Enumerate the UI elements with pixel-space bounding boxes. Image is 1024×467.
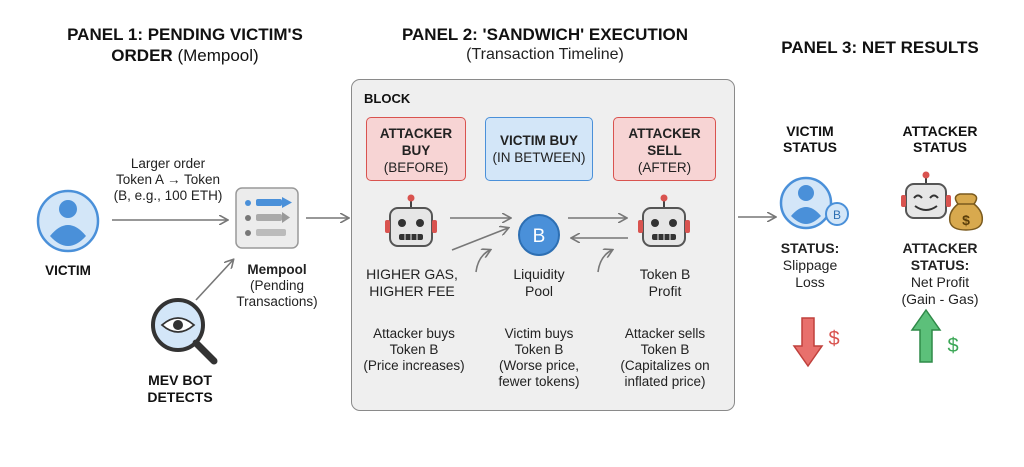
desc-line: (Worse price, [498,358,580,373]
phase-attacker-sell-line2: SELL [647,143,682,158]
desc-line: Token B [514,342,564,357]
mev-line: DETECTS [147,389,213,405]
profit-line: Token B [639,266,691,282]
desc-line: (Capitalizes on [620,358,710,373]
gas-line: HIGHER GAS, [366,266,458,282]
mev-line: MEV BOT [148,372,212,388]
money-bag-icon: $ [948,193,984,231]
phase-attacker-buy: ATTACKER BUY (BEFORE) [366,117,466,181]
attacker-status-text: ATTACKER STATUS: Net Profit (Gain - Gas) [884,240,996,308]
phase-attacker-buy-line1: ATTACKER [379,126,453,141]
panel2-title-text: PANEL 2: 'SANDWICH' EXECUTION [401,25,689,44]
panel1-title-bold: ORDER [111,46,173,65]
attacker-status-title-line: STATUS [913,139,967,155]
phase-attacker-sell: ATTACKER SELL (AFTER) [613,117,716,181]
victim-coin-symbol: B [833,208,841,222]
victim-status-line: Slippage [782,257,838,273]
robot-icon [638,194,690,247]
pool-line: Liquidity [513,266,565,282]
arrow-down-icon: $ [792,317,840,368]
desc-attacker-sell: Attacker sells Token B (Capitalizes on i… [604,326,726,390]
gas-line: HIGHER FEE [369,283,455,299]
attacker-status-line: Net Profit [910,274,970,290]
panel1-title-line1: PANEL 1: PENDING VICTIM'S [67,25,303,44]
coin-symbol: B [533,226,546,247]
attacker-status-line: (Gain - Gas) [901,291,979,307]
block-label: BLOCK [364,91,411,106]
loss-symbol: $ [828,328,839,350]
profit-label: Token B Profit [620,266,710,300]
attacker-status-label: ATTACKER [902,240,978,256]
desc-line: Attacker buys [373,326,455,341]
attacker-status-label: STATUS: [910,257,970,273]
attacker-status-title: ATTACKER STATUS [890,123,990,155]
coin-b-icon: B [825,202,849,226]
panel1-title-thin: (Mempool) [177,46,259,65]
victim-status-title-line: VICTIM [786,123,834,139]
gas-to-pool-arrow [451,228,508,251]
robot-icon [901,171,951,219]
mev-bot-label: MEV BOT DETECTS [135,372,225,406]
order-line: Larger order [130,156,206,171]
phase-victim-buy: VICTIM BUY (IN BETWEEN) [485,117,593,181]
victim-status-label: STATUS: [780,240,840,256]
phase-attacker-buy-line2: BUY [401,143,431,158]
victim-status-line: Loss [795,274,825,290]
victim-avatar-icon [779,176,833,230]
pool-curve-arrow [597,250,612,273]
desc-line: Token B [389,342,439,357]
desc-line: inflated price) [624,374,706,389]
mempool-line: (Pending [249,278,305,293]
panel2-title: PANEL 2: 'SANDWICH' EXECUTION (Transacti… [380,24,710,65]
phase-attacker-sell-sub: (AFTER) [637,160,692,175]
victim-status-text: STATUS: Slippage Loss [765,240,855,291]
desc-line: Token B [640,342,690,357]
desc-victim-buy: Victim buys Token B (Worse price, fewer … [480,326,598,390]
coin-b-icon: B [518,214,560,256]
mempool-list-icon [235,187,299,249]
pool-label: Liquidity Pool [494,266,584,300]
phase-victim-buy-sub: (IN BETWEEN) [492,150,586,165]
mempool-title: Mempool [247,262,307,277]
victim-avatar-icon [36,189,100,253]
desc-line: fewer tokens) [498,374,580,389]
victim-status-title-line: STATUS [783,139,837,155]
order-text: Larger order Token A → Token (B, e.g., 1… [98,156,238,204]
desc-line: Attacker sells [624,326,706,341]
arrow-up-icon: $ [910,308,959,363]
order-line: (B, e.g., 100 ETH) [113,188,223,203]
gas-curve-arrow [475,250,490,273]
attacker-status-title-line: ATTACKER [902,123,978,139]
bag-symbol: $ [962,212,970,228]
panel2-subtitle: (Transaction Timeline) [466,46,624,63]
mempool-line: Transactions) [236,294,318,309]
pool-line: Pool [524,283,554,299]
order-line: Token A → Token [115,172,221,187]
phase-attacker-buy-sub: (BEFORE) [383,160,449,175]
victim-label: VICTIM [45,263,91,278]
panel3-title: PANEL 3: NET RESULTS [781,38,979,57]
gain-symbol: $ [947,335,958,357]
desc-attacker-buy: Attacker buys Token B (Price increases) [354,326,474,374]
phase-attacker-sell-line1: ATTACKER [628,126,701,141]
magnifier-eye-icon [151,298,218,365]
mev-detect-arrow [195,260,233,301]
panel1-title: PANEL 1: PENDING VICTIM'S ORDER (Mempool… [40,24,330,66]
panel1-title-line2: ORDER (Mempool) [40,45,330,66]
victim-status-title: VICTIM STATUS [770,123,850,155]
gas-label: HIGHER GAS, HIGHER FEE [362,266,462,300]
robot-icon [385,194,437,247]
phase-victim-buy-line1: VICTIM BUY [499,133,578,148]
profit-line: Profit [648,283,682,299]
mempool-text: Mempool (Pending Transactions) [227,262,327,310]
desc-line: Victim buys [504,326,574,341]
desc-line: (Price increases) [363,358,465,373]
